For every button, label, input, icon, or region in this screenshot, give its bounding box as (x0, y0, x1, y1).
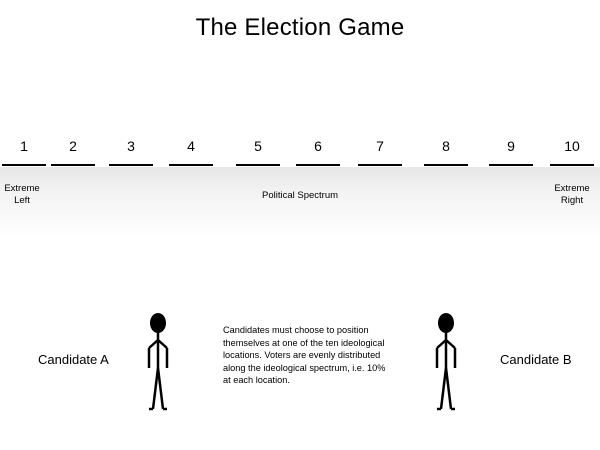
position-line (109, 164, 153, 166)
position-line (358, 164, 402, 166)
position-3[interactable]: 3 (107, 136, 155, 170)
position-number: 2 (69, 138, 77, 154)
extreme-left-line2: Left (14, 195, 30, 206)
position-7[interactable]: 7 (356, 136, 404, 170)
extreme-left-line1: Extreme (4, 183, 40, 194)
description-line: locations. Voters are evenly distributed (223, 350, 381, 360)
position-2[interactable]: 2 (49, 136, 97, 170)
position-number: 1 (20, 138, 28, 154)
position-1[interactable]: 1 (0, 136, 48, 170)
position-line (236, 164, 280, 166)
political-spectrum-label: Political Spectrum (261, 190, 339, 201)
position-number: 9 (507, 138, 515, 154)
position-6[interactable]: 6 (294, 136, 342, 170)
candidate-b-label: Candidate B (500, 352, 572, 367)
position-line (296, 164, 340, 166)
extreme-right-line2: Right (560, 195, 584, 206)
description-line: at each location. (223, 375, 290, 385)
spectrum-band (0, 167, 600, 239)
candidate-a-label: Candidate A (38, 352, 109, 367)
description-line: themselves at one of the ten ideological (223, 337, 385, 348)
position-8[interactable]: 8 (422, 136, 470, 170)
game-description: Candidates must choose to position thems… (223, 324, 413, 387)
position-line (51, 164, 95, 166)
position-line (489, 164, 533, 166)
position-4[interactable]: 4 (167, 136, 215, 170)
position-number: 6 (314, 138, 322, 154)
position-number: 4 (187, 138, 195, 154)
position-line (2, 164, 46, 166)
extreme-right-line1: Extreme (554, 183, 590, 194)
candidate-a-figure-icon (147, 313, 169, 411)
position-10[interactable]: 10 (548, 136, 596, 170)
position-9[interactable]: 9 (487, 136, 535, 170)
position-line (550, 164, 594, 166)
position-line (424, 164, 468, 166)
description-line: Candidates must choose to position (223, 325, 369, 335)
position-number: 8 (442, 138, 450, 154)
position-number: 5 (254, 138, 262, 154)
position-number: 3 (127, 138, 135, 154)
position-number: 10 (564, 138, 580, 154)
position-number: 7 (376, 138, 384, 154)
extreme-left-label: Extreme Left (0, 183, 44, 207)
position-line (169, 164, 213, 166)
description-line: along the ideological spectrum, i.e. 10% (223, 362, 386, 373)
candidate-b-figure-icon (435, 313, 457, 411)
extreme-right-label: Extreme Right (548, 183, 596, 207)
page-title: The Election Game (195, 14, 405, 41)
position-5[interactable]: 5 (234, 136, 282, 170)
